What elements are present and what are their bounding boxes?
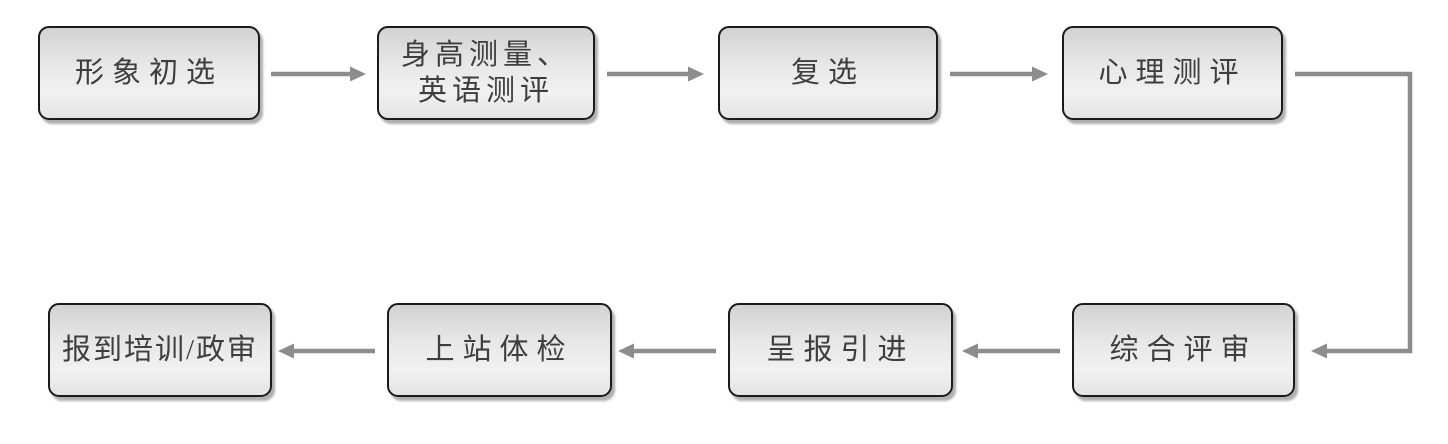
- flow-node-label: 上站体检: [425, 333, 574, 366]
- flow-node-label: 综合评审: [1109, 333, 1258, 366]
- flow-node-onsite-physical-exam: 上站体检: [387, 303, 612, 397]
- flow-node-height-english-assessment: 身高测量、 英语测评: [377, 26, 595, 120]
- flow-node-label: 呈报引进: [766, 333, 915, 366]
- flow-node-label: 身高测量、 英语测评: [400, 38, 571, 107]
- flow-node-label: 报到培训/政审: [61, 333, 259, 366]
- flow-node-report-training-political-review: 报到培训/政审: [48, 303, 272, 397]
- flow-node-label: 复选: [790, 56, 865, 89]
- flow-node-comprehensive-review: 综合评审: [1072, 303, 1295, 397]
- flow-node-label: 心理测评: [1098, 56, 1247, 89]
- arrow-step4-step5: [1295, 71, 1413, 359]
- flow-node-submit-for-recruitment: 呈报引进: [728, 303, 953, 397]
- flow-node-reselection: 复选: [718, 26, 938, 120]
- flow-node-label: 形象初选: [74, 56, 223, 89]
- flow-node-image-initial-selection: 形象初选: [38, 26, 260, 120]
- flow-node-psychological-assessment: 心理测评: [1062, 26, 1283, 120]
